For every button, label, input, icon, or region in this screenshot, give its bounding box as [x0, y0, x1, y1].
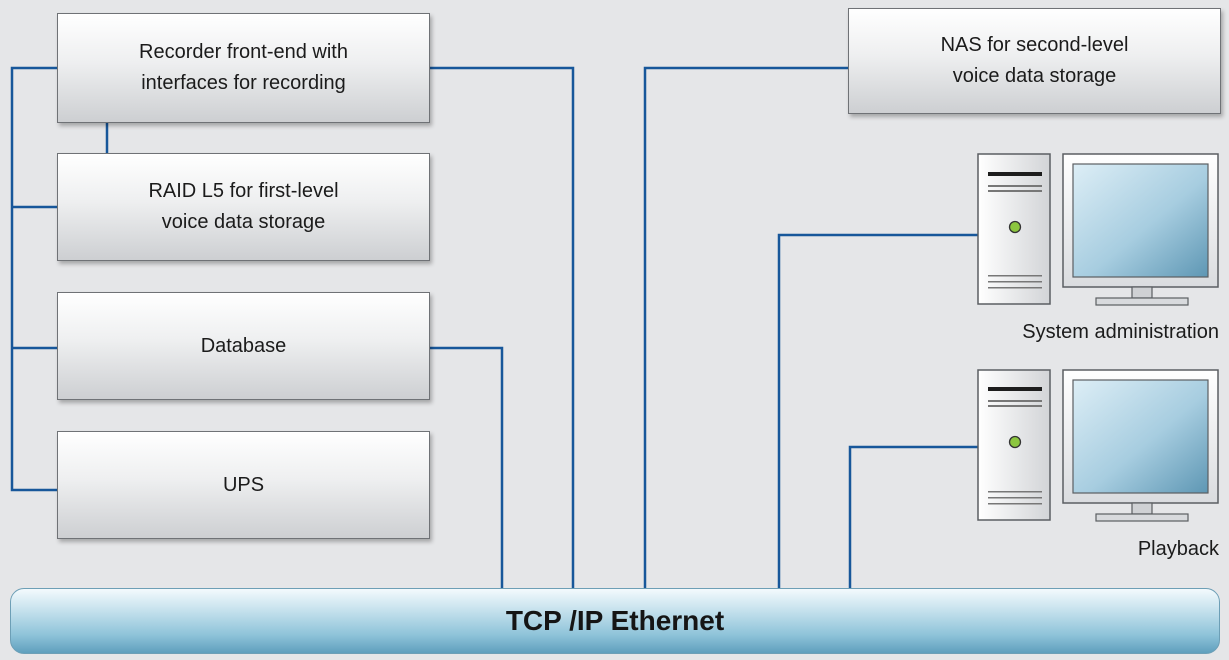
- left-bus-line: [10, 66, 57, 492]
- admin-workstation-icon: [977, 153, 1219, 306]
- ups-label: UPS: [222, 473, 265, 496]
- tower-body: [977, 153, 1051, 305]
- nas-to-ethernet: [643, 66, 848, 590]
- playback-workstation-icon: [977, 369, 1219, 522]
- power-led-icon: [1008, 435, 1022, 449]
- database-node: Database: [57, 292, 430, 400]
- monitor-screen: [1072, 163, 1209, 278]
- recorder-node: Recorder front-end with interfaces for r…: [57, 13, 430, 123]
- monitor-screen: [1072, 379, 1209, 494]
- admin-workstation-label: System administration: [1022, 321, 1219, 343]
- nas-label: NAS for second-level voice data storage: [940, 34, 1129, 87]
- ethernet-bus: TCP /IP Ethernet: [10, 588, 1220, 654]
- ups-node: UPS: [57, 431, 430, 539]
- recorder-label: Recorder front-end with interfaces for r…: [139, 41, 348, 94]
- tower-body: [977, 369, 1051, 521]
- raid-label: RAID L5 for first-level voice data stora…: [148, 180, 339, 233]
- ethernet-label: TCP /IP Ethernet: [505, 605, 725, 636]
- recorder-to-ethernet: [430, 66, 575, 590]
- power-led-icon: [1008, 220, 1022, 234]
- database-label: Database: [200, 334, 287, 357]
- playback-to-ethernet: [848, 445, 978, 590]
- playback-workstation-label: Playback: [1137, 538, 1219, 560]
- admin-to-ethernet: [777, 233, 978, 590]
- database-to-ethernet: [430, 346, 504, 590]
- raid-node: RAID L5 for first-level voice data stora…: [57, 153, 430, 261]
- nas-node: NAS for second-level voice data storage: [848, 8, 1221, 114]
